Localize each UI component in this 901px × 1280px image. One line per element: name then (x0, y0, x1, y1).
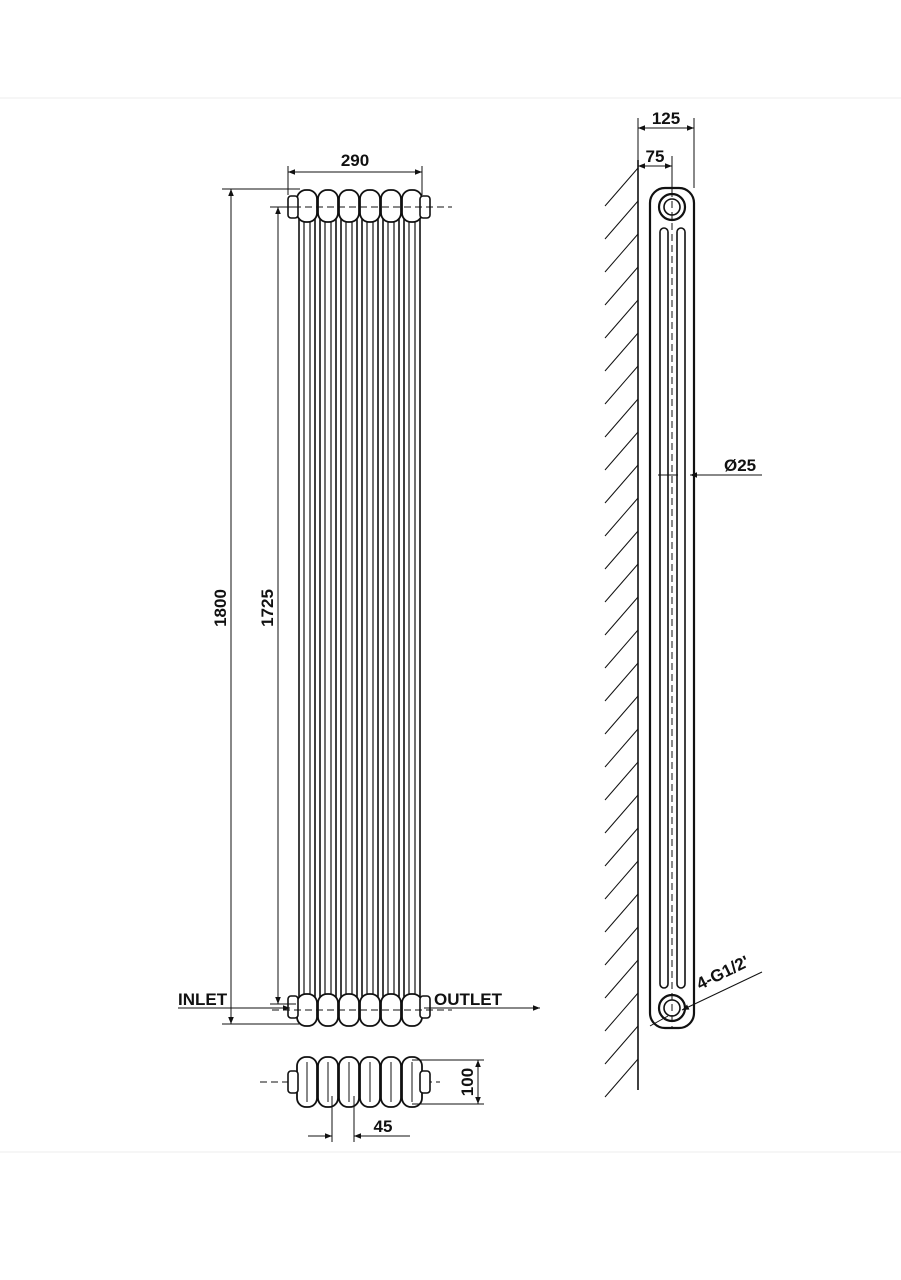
side-depth-label: 125 (652, 109, 680, 128)
plan-sections (287, 1056, 431, 1108)
wall-hatch-line-16 (604, 662, 639, 702)
pitch-label: 45 (374, 1117, 393, 1136)
bottom-view: 100 45 (260, 1056, 484, 1142)
wall-hatch-line-9 (604, 431, 639, 471)
wall-hatch-line-2 (604, 200, 639, 240)
front-top-knuckle-6 (401, 189, 423, 223)
front-column-5 (382, 195, 400, 1023)
wall-hatch-line-23 (604, 893, 639, 933)
side-tube-right (676, 227, 686, 989)
connection-leader (681, 971, 763, 1011)
connection-spec-label: 4-G1/2' (693, 952, 752, 994)
front-top-knuckle-2 (317, 189, 339, 223)
radiator-columns (287, 189, 431, 1027)
wall-hatch-line-3 (604, 233, 639, 273)
wall-hatch-line-26 (604, 992, 639, 1032)
tube-diameter-label: Ø25 (724, 456, 756, 475)
front-bottom-knuckle-5 (380, 993, 402, 1027)
side-view: 125 75 Ø25 4-G1/2' (604, 109, 763, 1098)
wall-hatch-line-1 (604, 167, 639, 207)
side-tube-left (659, 227, 669, 989)
front-view: 290 1800 1725 INLET OUTLET (178, 151, 540, 1027)
wall-hatch-line-22 (604, 860, 639, 900)
height-dimension-label: 1800 (211, 589, 230, 627)
front-top-knuckle-4 (359, 189, 381, 223)
wall-hatch-line-5 (604, 299, 639, 339)
inlet-label: INLET (178, 990, 228, 1009)
wall-hatch-line-6 (604, 332, 639, 372)
front-top-knuckle-3 (338, 189, 360, 223)
front-end-plug-4 (419, 995, 431, 1019)
wall-hatch-line-11 (604, 497, 639, 537)
wall-hatch-line-21 (604, 827, 639, 867)
plan-end-plug-right (419, 1070, 431, 1094)
front-top-knuckle-1 (296, 189, 318, 223)
wall-hatch-line-4 (604, 266, 639, 306)
wall-hatch-line-25 (604, 959, 639, 999)
top-connection-inner (663, 198, 681, 216)
width-dimension-label: 290 (341, 151, 369, 170)
wall-hatch-line-13 (604, 563, 639, 603)
wall-hatch (604, 167, 639, 1098)
outlet-label: OUTLET (434, 990, 503, 1009)
front-column-4 (361, 195, 379, 1023)
wall-hatch-line-24 (604, 926, 639, 966)
front-column-1 (298, 195, 316, 1023)
bottom-connection-inner (663, 999, 681, 1017)
wall-hatch-line-28 (604, 1058, 639, 1098)
plan-end-plug-left (287, 1070, 299, 1094)
wall-hatch-line-18 (604, 728, 639, 768)
wall-hatch-line-14 (604, 596, 639, 636)
wall-hatch-line-7 (604, 365, 639, 405)
plan-depth-label: 100 (458, 1068, 477, 1096)
side-offset-label: 75 (646, 147, 665, 166)
wall-hatch-line-27 (604, 1025, 639, 1065)
connection-leader-tail (649, 1015, 669, 1027)
front-column-3 (340, 195, 358, 1023)
wall-hatch-line-17 (604, 695, 639, 735)
wall-hatch-line-8 (604, 398, 639, 438)
wall-hatch-line-15 (604, 629, 639, 669)
front-column-6 (403, 195, 421, 1023)
wall-hatch-line-20 (604, 794, 639, 834)
front-top-knuckle-5 (380, 189, 402, 223)
centers-dimension-label: 1725 (258, 589, 277, 627)
wall-hatch-line-10 (604, 464, 639, 504)
front-column-2 (319, 195, 337, 1023)
wall-hatch-line-19 (604, 761, 639, 801)
wall-hatch-line-12 (604, 530, 639, 570)
front-end-plug-3 (287, 995, 299, 1019)
